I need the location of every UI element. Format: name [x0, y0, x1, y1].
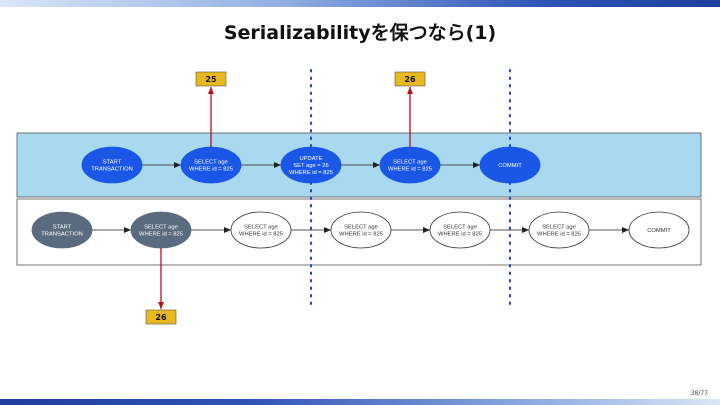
read-result: 26 — [394, 71, 426, 147]
bottom-step-node-shape — [429, 211, 491, 249]
bottom-step-node-shape — [230, 211, 292, 249]
bottom-step-node-label: WHERE id = 825 — [537, 232, 581, 238]
slide-title: Serializabilityを保つなら(1) — [223, 22, 497, 44]
top-step-node-label: SET age = 26 — [293, 163, 329, 169]
top-step-node-label: UPDATE — [299, 156, 322, 162]
value-label: 26 — [155, 313, 167, 322]
read-result: 25 — [195, 71, 227, 147]
value-box — [145, 309, 177, 325]
value-label: 25 — [205, 75, 217, 84]
bottom-step-node-shape — [528, 211, 590, 249]
top-step-node-label: WHERE id = 825 — [289, 170, 333, 176]
bottom-step-node-label: TRANSACTION — [41, 232, 83, 238]
bottom-step-node-label: SELECT age — [542, 224, 576, 230]
top-step-node-shape — [479, 146, 541, 184]
bottom-step-node-label: SELECT age — [244, 224, 278, 230]
bottom-step-node-shape — [31, 211, 93, 249]
value-label: 26 — [404, 75, 416, 84]
top-step-node-shape — [280, 146, 342, 184]
top-step-node: START TRANSACTION — [81, 146, 143, 184]
bottom-step-node-label: WHERE id = 825 — [239, 232, 283, 238]
bottom-step-node: COMMIT — [628, 211, 690, 249]
top-step-node-label: START — [103, 159, 122, 165]
bottom-accent-bar — [0, 399, 720, 405]
bottom-step-node-label: WHERE id = 825 — [139, 232, 183, 238]
value-box — [394, 71, 426, 87]
value-box — [195, 71, 227, 87]
top-step-node-label: WHERE id = 825 — [388, 167, 432, 173]
top-step-node-label: WHERE id = 825 — [189, 167, 233, 173]
top-step-node: COMMIT — [479, 146, 541, 184]
top-accent-bar — [0, 0, 720, 7]
bottom-step-node-shape — [628, 211, 690, 249]
page-number: 38/77 — [690, 390, 708, 397]
top-step-node-label: COMMIT — [498, 163, 522, 169]
bottom-step-node-label: SELECT age — [144, 224, 178, 230]
top-step-node-shape — [81, 146, 143, 184]
bottom-step-node: START TRANSACTION — [31, 211, 93, 249]
bottom-step-node-shape — [330, 211, 392, 249]
top-step-node-label: SELECT age — [194, 159, 228, 165]
top-step-node-label: TRANSACTION — [91, 167, 133, 173]
read-result: 26 — [145, 248, 177, 325]
bottom-step-node-label: START — [53, 224, 72, 230]
top-step-node-label: SELECT age — [393, 159, 427, 165]
bottom-step-node-label: WHERE id = 825 — [339, 232, 383, 238]
bottom-step-node-label: SELECT age — [443, 224, 477, 230]
bottom-step-node-label: WHERE id = 825 — [438, 232, 482, 238]
bottom-step-node-label: SELECT age — [344, 224, 378, 230]
bottom-step-node-label: COMMIT — [647, 228, 671, 234]
